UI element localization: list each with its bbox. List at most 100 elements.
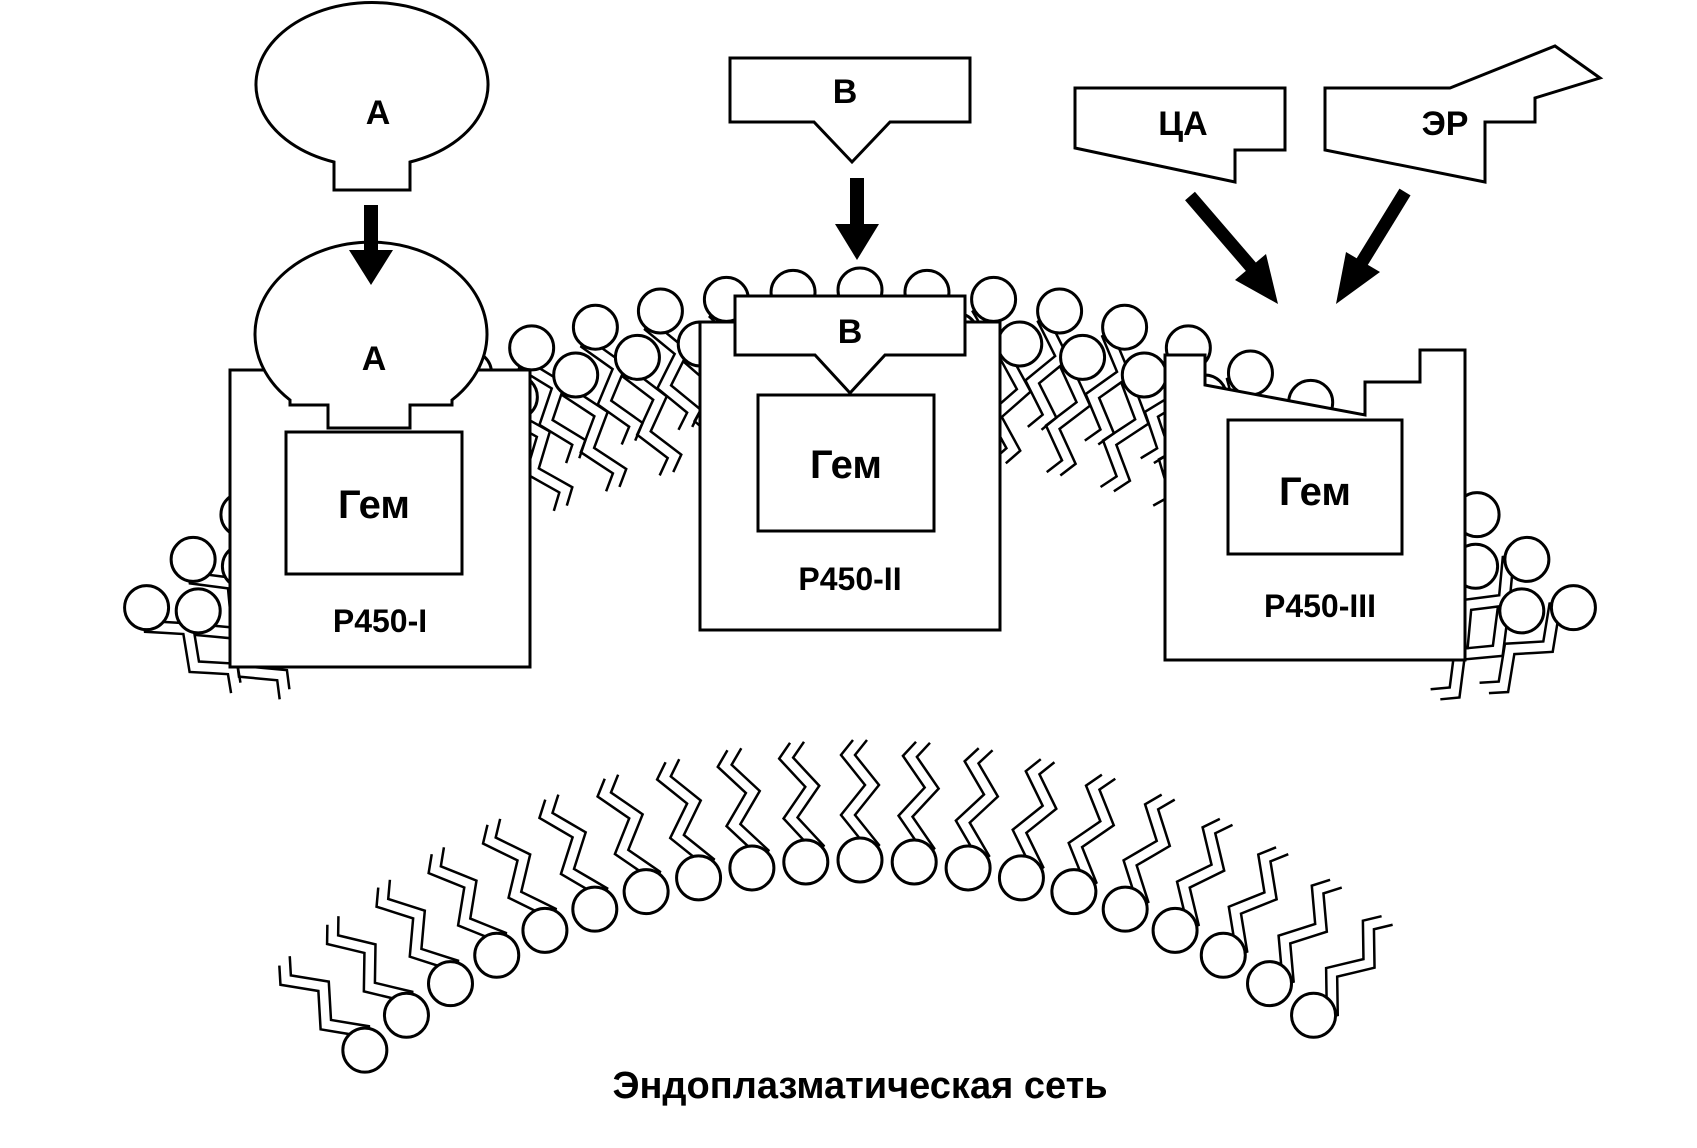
lipid-head <box>890 838 938 886</box>
lipid-head <box>571 885 619 933</box>
lipid-tail <box>494 818 558 928</box>
substrate-ca-shape <box>1073 86 1287 184</box>
lipid-tail <box>1084 324 1119 442</box>
lipid-head <box>174 587 222 635</box>
bound-substrate-b-label: B <box>838 313 863 351</box>
lipid-head <box>996 320 1044 368</box>
lipid-head <box>728 844 776 892</box>
lipid-tail <box>1131 798 1176 913</box>
enzyme-p450-i: Гем P450-I A <box>228 240 532 669</box>
heme-label-3: Гем <box>1279 470 1351 514</box>
lipid-tail <box>1023 308 1057 428</box>
caption-endoplasmic-reticulum: Эндоплазматическая сеть <box>612 1065 1107 1107</box>
heme-box-3 <box>1226 418 1404 556</box>
substrate-b-label: B <box>833 73 858 111</box>
lipid-head <box>426 960 474 1008</box>
lipid-head <box>521 906 569 954</box>
lipid-head <box>1151 906 1199 954</box>
lipid-tail <box>1044 354 1079 474</box>
lipid-tail <box>288 956 372 1046</box>
arrow-ca-to-p450-iii <box>1185 191 1278 304</box>
lipid-tail <box>386 879 460 980</box>
heme-label-1: Гем <box>338 483 410 527</box>
lipid-head <box>1101 885 1149 933</box>
lipid-tail <box>1024 761 1058 881</box>
lipid-tail <box>560 376 615 492</box>
lipid-head <box>1226 349 1274 397</box>
lipid-tail <box>336 916 414 1012</box>
arrows <box>349 178 1411 304</box>
free-substrate-ca: ЦА <box>1073 86 1287 184</box>
lipid-head <box>1059 333 1107 381</box>
lipid-head <box>836 836 884 884</box>
substrate-ca-label: ЦА <box>1158 105 1207 143</box>
lipid-head <box>341 1026 389 1074</box>
lipid-tail <box>669 758 716 877</box>
lipid-tail <box>643 311 689 431</box>
lipid-head <box>123 584 171 632</box>
lipid-tail <box>1099 371 1139 489</box>
heme-label-2: Гем <box>810 443 882 487</box>
substrate-a-shape <box>254 1 490 192</box>
arrow-a-to-p450-i <box>349 205 393 285</box>
lipid-tail <box>439 847 508 953</box>
substrate-a-label: A <box>366 94 391 132</box>
enzyme-label-p450-i: P450-I <box>333 603 427 639</box>
substrate-er-shape <box>1323 44 1604 184</box>
lipid-head <box>970 275 1018 323</box>
lipid-tail <box>1479 601 1569 684</box>
lipid-tail <box>1228 853 1289 960</box>
lipid-tail <box>1318 923 1393 1021</box>
free-substrate-er: ЭР <box>1323 44 1604 184</box>
lipid-head <box>382 991 430 1039</box>
lipid-head <box>997 854 1045 902</box>
lipid-head <box>1290 991 1338 1039</box>
lipid-tail <box>609 774 662 891</box>
lipid-head <box>1503 535 1551 583</box>
lipid-tail <box>853 739 881 861</box>
lipid-head <box>473 931 521 979</box>
lipid-head <box>1199 931 1247 979</box>
lipid-tail <box>1180 823 1234 935</box>
heme-box-2 <box>756 393 936 533</box>
lipid-tail <box>1274 886 1343 989</box>
lipid-tail <box>910 741 941 864</box>
substrate-b-shape <box>728 56 972 165</box>
lipid-head <box>1101 303 1149 351</box>
heme-box-1 <box>284 430 464 576</box>
lipid-head <box>1498 587 1546 635</box>
lipid-head <box>944 844 992 892</box>
enzyme-label-p450-ii: P450-II <box>798 561 901 597</box>
lipid-head <box>622 868 670 916</box>
lipid-head <box>1120 351 1168 399</box>
lipid-tail <box>1430 604 1518 691</box>
lipid-tail <box>968 749 1000 870</box>
substrate-er-label: ЭР <box>1422 105 1469 143</box>
arrow-er-to-p450-iii <box>1336 188 1411 304</box>
lipid-tail <box>791 741 826 863</box>
lipid-tail <box>986 341 1019 462</box>
free-substrate-b: B <box>728 56 972 165</box>
bound-substrate-a-label: A <box>362 340 387 378</box>
lipid-head <box>1246 960 1294 1008</box>
lipid-head <box>552 351 600 399</box>
arrow-b-to-p450-ii <box>835 178 879 260</box>
bound-substrate-a <box>253 240 489 430</box>
lipid-tail <box>1079 777 1116 895</box>
lipid-tail <box>140 612 233 694</box>
lipid-head <box>1036 287 1084 335</box>
lipid-tail <box>579 328 631 445</box>
lipid-head <box>636 287 684 335</box>
lipid-head <box>508 324 556 372</box>
enzyme-p450-ii: B Гем P450-II <box>698 294 1002 632</box>
lipid-head <box>613 333 661 381</box>
bound-substrate-b <box>733 294 967 396</box>
lipid-tail <box>621 358 670 476</box>
enzyme-label-p450-iii: P450-III <box>1264 588 1376 624</box>
lipid-head <box>1050 868 1098 916</box>
lipid-head <box>782 838 830 886</box>
free-substrate-a: A <box>254 1 490 192</box>
lipid-head <box>1549 584 1597 632</box>
lipid-head <box>571 303 619 351</box>
